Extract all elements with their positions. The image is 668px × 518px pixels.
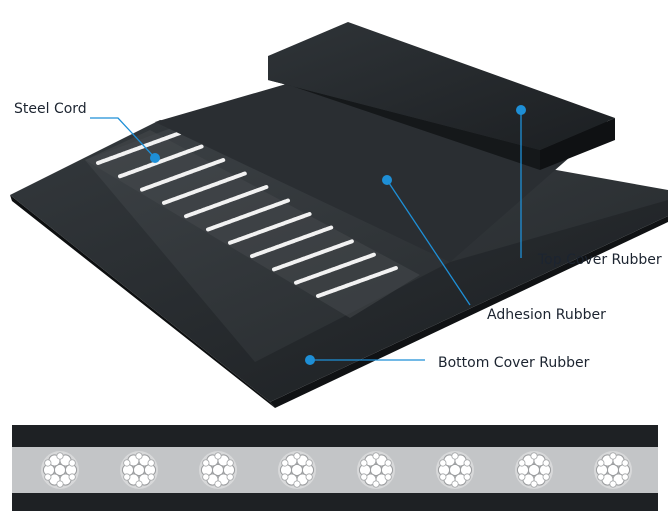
cross-section-cord [436, 451, 474, 489]
cross-section-cord [120, 451, 158, 489]
steel-cord [206, 198, 290, 232]
steel-cords [96, 131, 398, 298]
steel-cord [96, 131, 182, 165]
steel-cord [184, 185, 269, 219]
cross-section-adhesion [12, 447, 658, 493]
cross-section-cord [278, 451, 316, 489]
leader-lines [90, 110, 522, 361]
top-cover-side [540, 118, 615, 170]
cross-section-cord [199, 451, 237, 489]
top-cover-label: Top Cover Rubber [537, 252, 662, 268]
cross-section [12, 425, 658, 511]
cross-section-top-cover [12, 425, 658, 447]
top-cover-rubber-block [268, 22, 615, 150]
adhesion-dot [382, 175, 392, 185]
steel-cord [140, 158, 226, 192]
steel-cord [250, 225, 334, 259]
steel-cord [162, 171, 247, 205]
steel-cord [118, 144, 204, 179]
bottom-cover-label: Bottom Cover Rubber [438, 355, 590, 371]
cross-section-cord [357, 451, 395, 489]
steel-cord [272, 239, 355, 272]
cross-section-bottom-cover [12, 493, 658, 511]
steel-cord [294, 252, 377, 285]
cross-section-cord [41, 451, 79, 489]
steel-cord-label: Steel Cord [14, 101, 87, 117]
bottom-cover-front-edge [10, 195, 275, 408]
steel-cord [228, 212, 312, 245]
top-cover-dot [516, 105, 526, 115]
cross-section-cord [515, 451, 553, 489]
top-cover-front [268, 78, 540, 170]
cross-section-cords [41, 451, 632, 489]
steel-cord-dot [150, 153, 160, 163]
steel-cord [316, 266, 398, 298]
adhesion-light-strip [85, 130, 420, 318]
adhesion-label: Adhesion Rubber [487, 307, 606, 323]
bottom-cover-dot [305, 355, 315, 365]
cross-section-cord [594, 451, 632, 489]
